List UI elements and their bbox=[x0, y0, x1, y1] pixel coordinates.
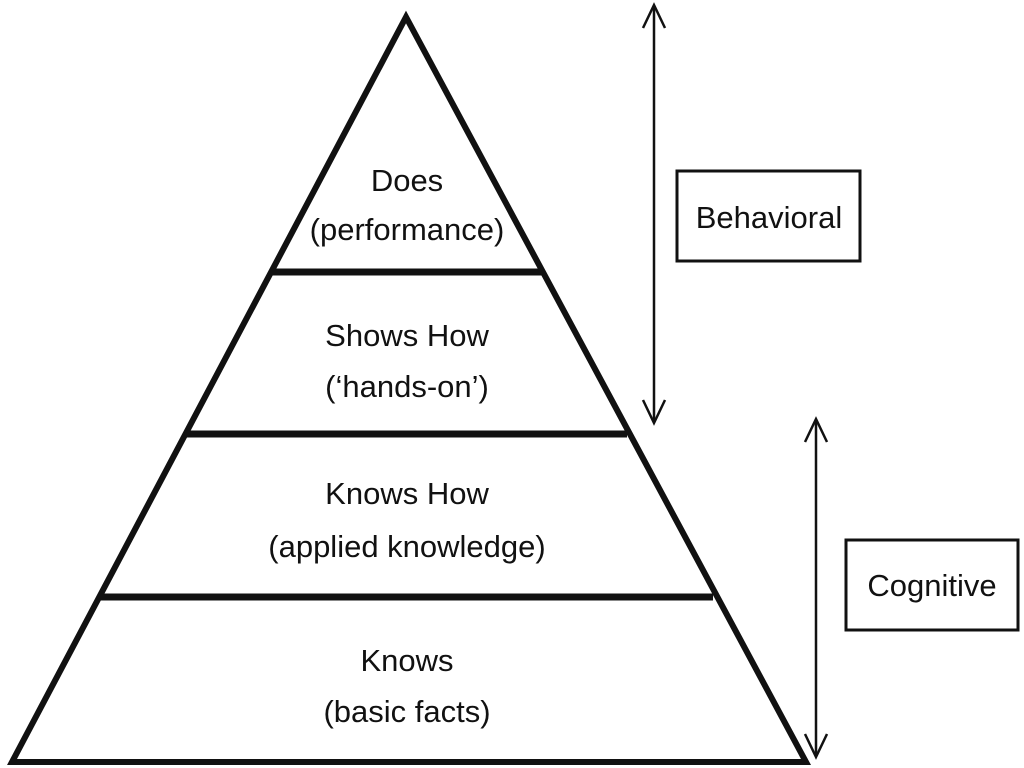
level-subtitle: (performance) bbox=[310, 212, 505, 247]
behavioral-label: Behavioral bbox=[696, 200, 842, 235]
level-title: Does bbox=[371, 163, 443, 198]
level-shows-how: Shows How (‘hands-on’) bbox=[325, 318, 489, 404]
cognitive-label: Cognitive bbox=[867, 568, 996, 603]
cognitive-box-frame bbox=[844, 538, 1020, 632]
cognitive-box: Cognitive bbox=[844, 538, 1020, 632]
level-title: Knows How bbox=[325, 476, 489, 511]
level-subtitle: (‘hands-on’) bbox=[325, 369, 489, 404]
behavioral-range-arrow bbox=[641, 2, 667, 426]
level-subtitle: (basic facts) bbox=[323, 694, 490, 729]
arrow-head-down-icon bbox=[803, 733, 829, 760]
level-title: Shows How bbox=[325, 318, 489, 353]
pyramid-outline bbox=[7, 10, 812, 765]
level-title: Knows bbox=[360, 643, 453, 678]
arrow-head-up-icon bbox=[803, 416, 829, 443]
level-subtitle: (applied knowledge) bbox=[268, 529, 545, 564]
arrow-head-down-icon bbox=[641, 399, 667, 426]
level-knows: Knows (basic facts) bbox=[323, 643, 490, 729]
level-does: Does (performance) bbox=[310, 163, 505, 247]
behavioral-box-frame bbox=[675, 169, 862, 263]
arrow-head-up-icon bbox=[641, 2, 667, 29]
level-knows-how: Knows How (applied knowledge) bbox=[268, 476, 545, 564]
cognitive-range-arrow bbox=[803, 416, 829, 760]
behavioral-box: Behavioral bbox=[675, 169, 862, 263]
